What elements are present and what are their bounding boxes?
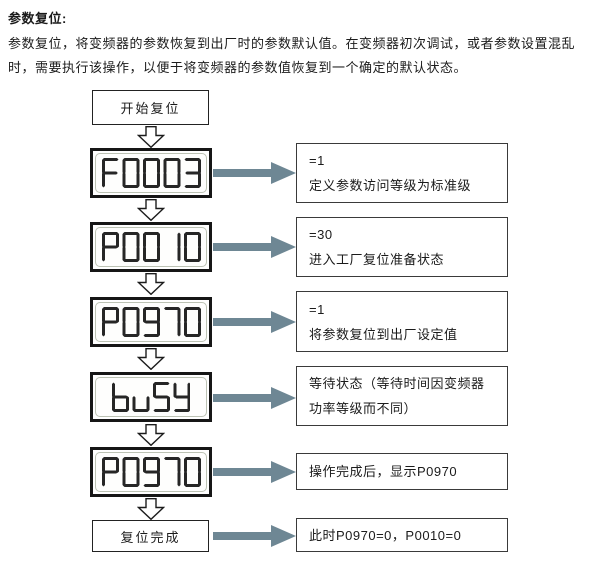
annotation-text: 操作完成后，显示P0970 — [309, 464, 458, 479]
lcd-box-p0970 — [90, 297, 212, 347]
flow-start-label: 开始复位 — [120, 101, 181, 116]
seven-segment-svg — [111, 382, 191, 412]
annotation-box-end: 此时P0970=0，P0010=0 — [296, 518, 508, 552]
flow-start-box: 开始复位 — [92, 90, 209, 125]
down-arrow-icon — [137, 498, 165, 520]
seven-segment-svg — [101, 158, 201, 188]
intro-paragraph: 参数复位，将变频器的参数恢复到出厂时的参数默认值。在变频器初次调试，或者参数设置… — [8, 36, 576, 75]
annotation-text: 将参数复位到出厂设定值 — [309, 326, 458, 342]
seven-segment-display — [95, 452, 207, 492]
right-arrow-icon — [213, 461, 296, 483]
seven-segment-display — [95, 153, 207, 193]
down-arrow-icon — [137, 199, 165, 221]
flow-end-label: 复位完成 — [120, 529, 181, 545]
annotation-box-f0003: =1 定义参数访问等级为标准级 — [296, 143, 508, 203]
annotation-box-p0970: =1 将参数复位到出厂设定值 — [296, 291, 508, 352]
lcd-box-p0010 — [90, 222, 212, 272]
page-title: 参数复位: — [8, 11, 67, 26]
down-arrow-icon — [137, 126, 165, 148]
seven-segment-display — [95, 377, 207, 417]
annotation-value: =30 — [309, 227, 333, 242]
down-arrow-icon — [137, 424, 165, 446]
right-arrow-icon — [213, 311, 296, 333]
right-arrow-icon — [213, 387, 296, 409]
seven-segment-display — [95, 302, 207, 342]
right-arrow-icon — [213, 525, 296, 547]
annotation-box-busy: 等待状态（等待时间因变频器功率等级而不同） — [296, 366, 508, 426]
seven-segment-svg — [101, 457, 201, 487]
seven-segment-svg — [101, 307, 201, 337]
annotation-box-p0010: =30 进入工厂复位准备状态 — [296, 217, 508, 277]
annotation-text: 进入工厂复位准备状态 — [309, 252, 445, 267]
seven-segment-svg — [101, 232, 201, 262]
annotation-value: =1 — [309, 301, 325, 317]
right-arrow-icon — [213, 236, 296, 258]
lcd-box-p0970-2 — [90, 447, 212, 497]
annotation-text: 定义参数访问等级为标准级 — [309, 178, 472, 193]
annotation-value: =1 — [309, 153, 325, 168]
seven-segment-display — [95, 227, 207, 267]
lcd-box-f0003 — [90, 148, 212, 198]
down-arrow-icon — [137, 273, 165, 295]
right-arrow-icon — [213, 162, 296, 184]
annotation-text: 等待状态（等待时间因变频器功率等级而不同） — [309, 376, 485, 416]
annotation-text: 此时P0970=0，P0010=0 — [309, 527, 462, 543]
annotation-box-p0970-2: 操作完成后，显示P0970 — [296, 453, 508, 490]
lcd-box-busy — [90, 372, 212, 422]
flow-end-box: 复位完成 — [92, 520, 209, 552]
down-arrow-icon — [137, 348, 165, 370]
